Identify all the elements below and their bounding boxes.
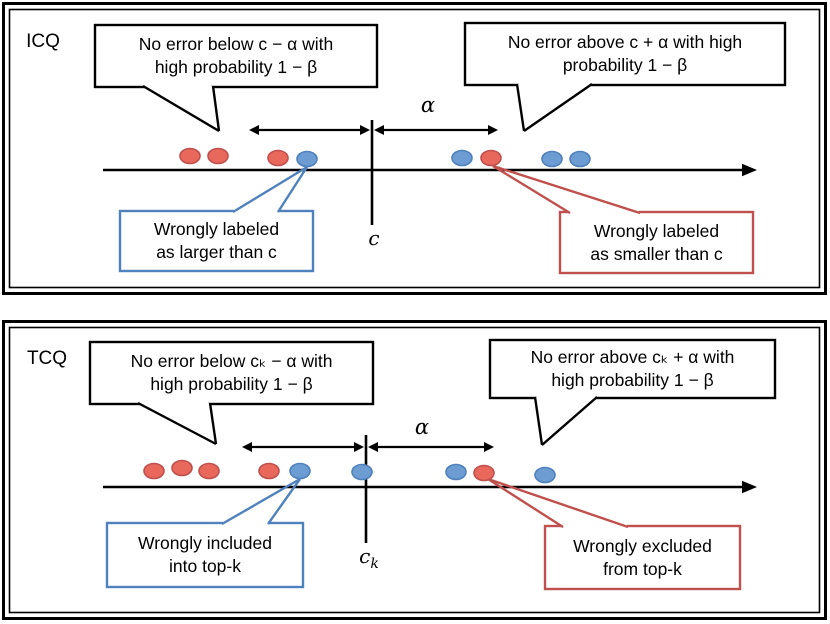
callout-no-error-below: No error below c − α with high probabili… — [138, 34, 334, 77]
callout-box-no-error-below — [93, 23, 379, 89]
red-dot — [143, 462, 165, 480]
panel-icq-inner-border — [8, 8, 821, 289]
score-dots-tcq — [143, 459, 556, 484]
alpha-label: α — [414, 415, 430, 439]
callout-box-wrongly-smaller — [558, 210, 755, 275]
red-dot — [480, 149, 502, 167]
callout-wrongly-included: Wrongly included into top-k — [138, 533, 272, 576]
alpha-interval-arrows — [242, 442, 494, 452]
panel-tcq-label: TCQ — [26, 348, 68, 369]
panel-tcq-graphics — [2, 320, 827, 620]
panel-icq-outer-border — [2, 2, 827, 295]
red-dot — [267, 149, 289, 167]
alpha-label: α — [420, 93, 436, 117]
callout-tails-stroke — [142, 83, 641, 215]
blue-dot — [541, 150, 563, 168]
callout-wrongly-excluded: Wrongly excluded from top-k — [573, 535, 712, 579]
callout-box-wrongly-larger — [118, 209, 315, 273]
score-dots-icq — [179, 147, 591, 168]
threshold-ck-label: ck — [359, 544, 379, 572]
threshold-c-label: c — [368, 226, 380, 250]
callout-tails-stroke — [137, 396, 629, 529]
callout-box-no-error-above — [463, 21, 787, 87]
blue-dot — [296, 150, 318, 168]
callout-box-wrongly-excluded — [543, 524, 742, 591]
blue-dot — [351, 463, 373, 481]
callout-box-no-error-below-ck — [88, 340, 375, 406]
alpha-interval-arrows — [249, 125, 498, 135]
callout-box-wrongly-included — [105, 521, 305, 589]
panel-icq-graphics — [2, 2, 827, 295]
callout-no-error-above-ck: No error above cₖ + α with high probabil… — [530, 347, 735, 390]
callout-box-no-error-above-ck — [488, 338, 777, 400]
number-line-arrowhead-icon — [742, 163, 757, 177]
panel-icq-label: ICQ — [26, 31, 60, 52]
blue-dot — [445, 463, 467, 481]
callout-no-error-above: No error above c + α with high probabili… — [507, 32, 743, 75]
red-dot — [198, 462, 220, 480]
red-dot — [179, 147, 201, 165]
callout-wrongly-larger: Wrongly labeled as larger than c — [153, 219, 280, 262]
red-dot — [171, 459, 193, 477]
red-dot — [207, 147, 229, 165]
red-dot — [258, 462, 280, 480]
number-line-arrowhead-icon — [742, 480, 757, 494]
callout-no-error-below-ck: No error below cₖ − α with high probabil… — [130, 351, 333, 394]
blue-dot — [534, 466, 556, 484]
panel-tcq-inner-border — [8, 326, 821, 614]
blue-dot — [451, 149, 473, 167]
red-dot — [473, 464, 495, 482]
blue-dot — [569, 150, 591, 168]
blue-dot — [289, 462, 311, 480]
callout-wrongly-smaller: Wrongly labeled as smaller than c — [590, 220, 723, 264]
panel-tcq-outer-border — [2, 320, 827, 620]
